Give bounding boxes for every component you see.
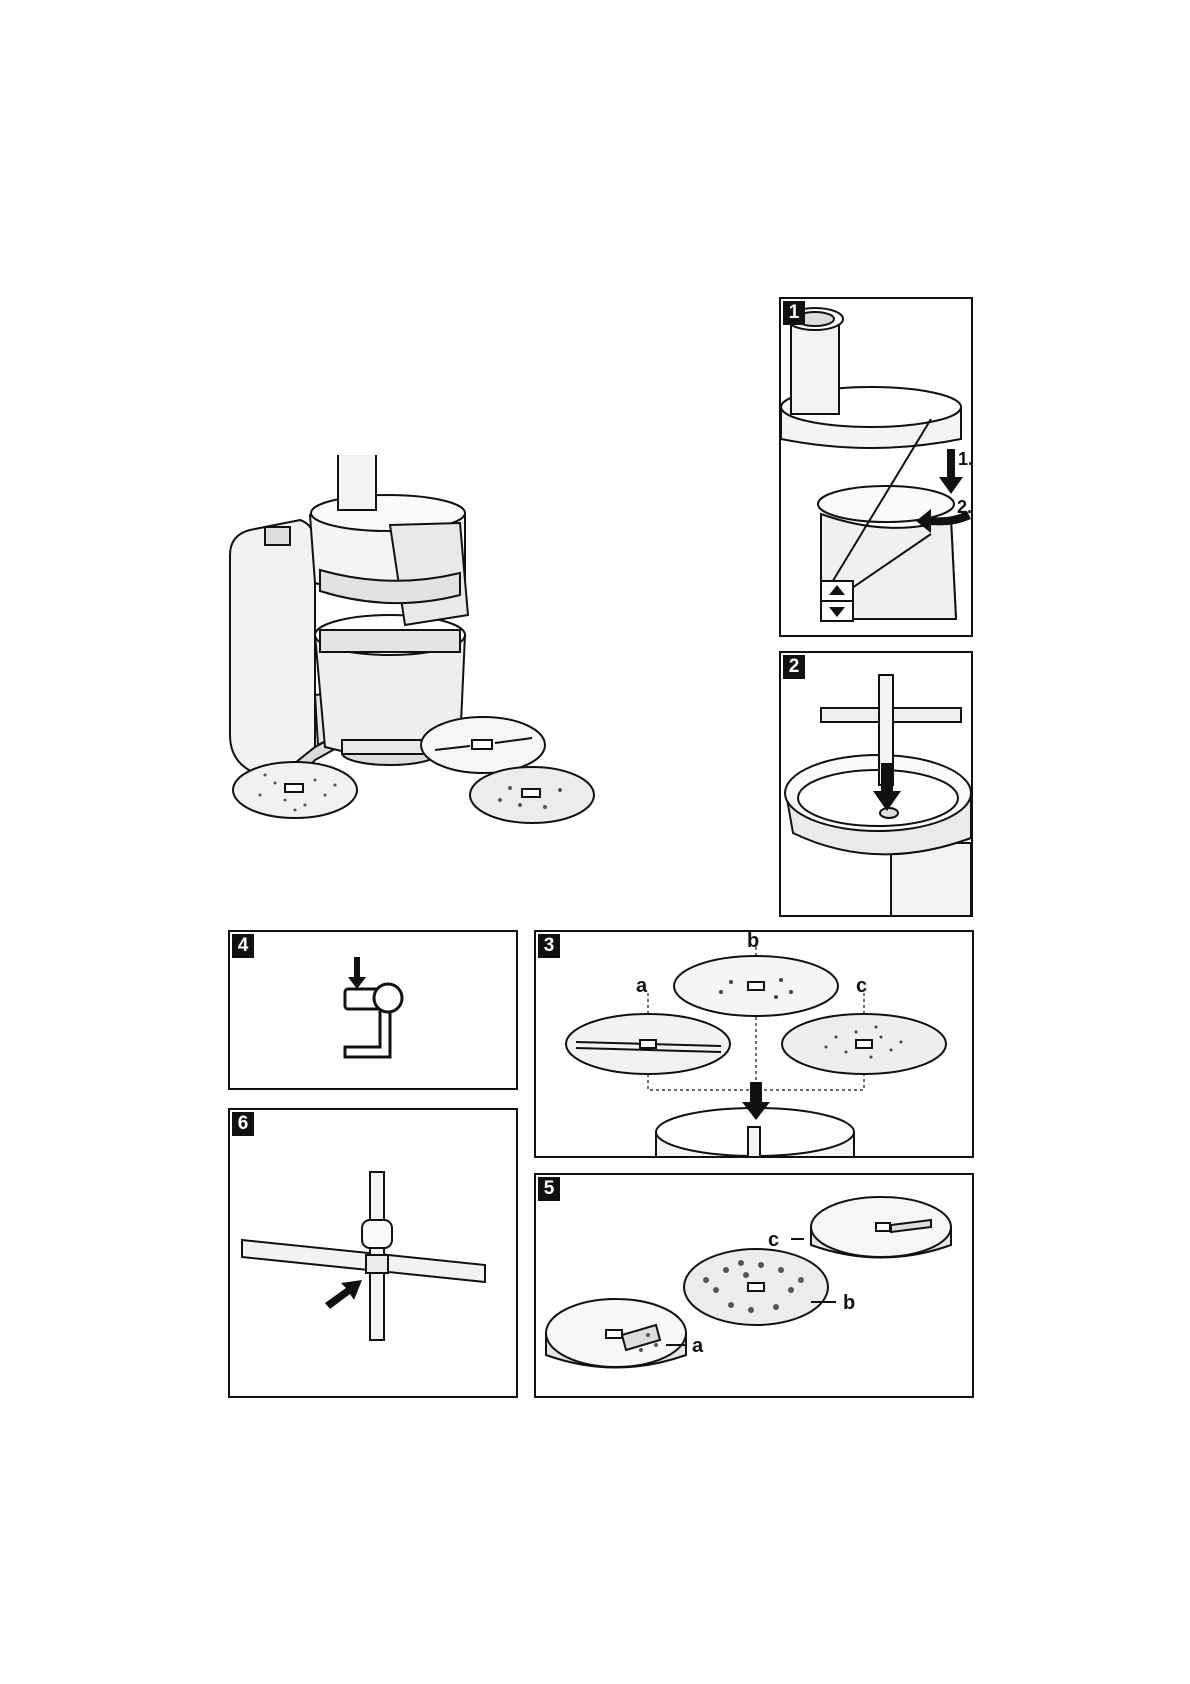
step-number-badge: 4 bbox=[232, 934, 254, 958]
food-processor-icon bbox=[220, 455, 660, 885]
press-shaft-release-icon bbox=[230, 1110, 518, 1398]
step-number-badge: 6 bbox=[232, 1112, 254, 1136]
step-panel-3: 3 a b bbox=[534, 930, 974, 1158]
insert-drive-shaft-icon bbox=[781, 653, 973, 917]
step-panel-2: 2 bbox=[779, 651, 973, 917]
step-number-badge: 1 bbox=[783, 301, 805, 325]
release-lever-icon bbox=[230, 932, 518, 1090]
step-label-2: 2. bbox=[957, 497, 972, 517]
disc-label-a: a bbox=[692, 1335, 704, 1357]
disc-label-c: c bbox=[856, 975, 867, 997]
disc-label-b: b bbox=[747, 932, 759, 952]
lid-alignment-arrows-icon: 1. 2. bbox=[781, 299, 973, 637]
food-processor-illustration bbox=[220, 455, 660, 885]
step-panel-1: 1 1. 2. bbox=[779, 297, 973, 637]
disc-label-b: b bbox=[843, 1292, 855, 1314]
choose-disc-icon: a b c bbox=[536, 932, 974, 1158]
step-number-badge: 2 bbox=[783, 655, 805, 679]
step-panel-4: 4 bbox=[228, 930, 518, 1090]
step-number-badge: 3 bbox=[538, 934, 560, 958]
step-panel-5: 5 c b a bbox=[534, 1173, 974, 1398]
step-panel-6: 6 bbox=[228, 1108, 518, 1398]
disc-label-c: c bbox=[768, 1229, 779, 1251]
step-label-1: 1. bbox=[958, 449, 973, 469]
step-number-badge: 5 bbox=[538, 1177, 560, 1201]
disc-label-a: a bbox=[636, 975, 648, 997]
disc-set-icon: c b a bbox=[536, 1175, 974, 1398]
